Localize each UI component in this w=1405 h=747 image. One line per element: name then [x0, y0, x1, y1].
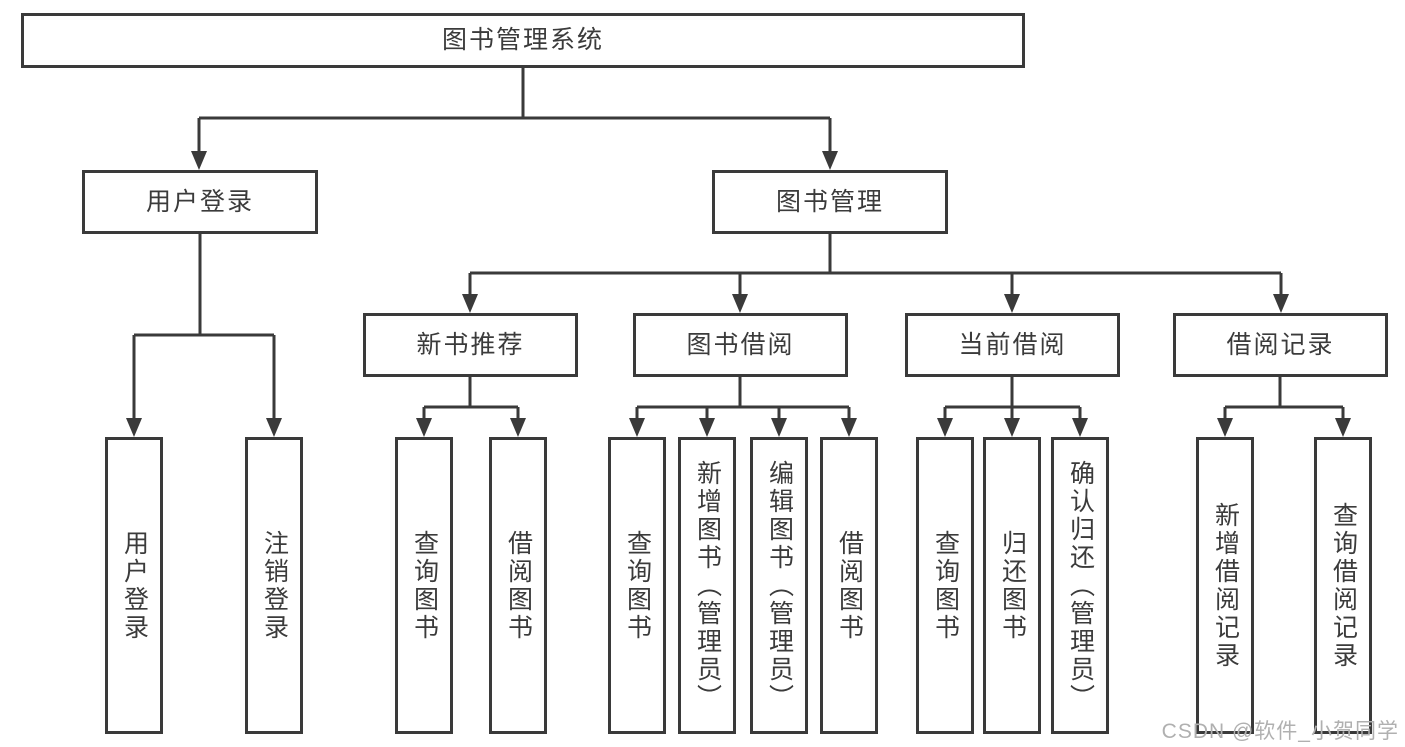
- node-borrow-records: 借阅记录: [1173, 313, 1388, 377]
- leaf-current-query-books: 查询图书: [916, 437, 974, 734]
- node-book-management: 图书管理: [712, 170, 948, 234]
- node-current-borrow: 当前借阅: [905, 313, 1120, 377]
- arrowheads: [126, 151, 1351, 437]
- node-new-book-recommend: 新书推荐: [363, 313, 578, 377]
- leaf-add-borrow-record: 新增借阅记录: [1196, 437, 1254, 734]
- leaf-borrow-query-books: 查询图书: [608, 437, 666, 734]
- leaf-recommend-borrow-books: 借阅图书: [489, 437, 547, 734]
- node-root-system: 图书管理系统: [21, 13, 1025, 68]
- leaf-logout: 注销登录: [245, 437, 303, 734]
- leaf-user-login: 用户登录: [105, 437, 163, 734]
- node-user-login: 用户登录: [82, 170, 318, 234]
- watermark-text: CSDN @软件_小贺同学: [1161, 720, 1399, 743]
- leaf-confirm-return-admin: 确认归还（管理员）: [1051, 437, 1109, 734]
- leaf-borrow-books: 借阅图书: [820, 437, 878, 734]
- leaf-query-borrow-record: 查询借阅记录: [1314, 437, 1372, 734]
- leaf-edit-books-admin: 编辑图书（管理员）: [750, 437, 808, 734]
- leaf-recommend-query-books: 查询图书: [395, 437, 453, 734]
- leaf-add-books-admin: 新增图书（管理员）: [678, 437, 736, 734]
- leaf-return-books: 归还图书: [983, 437, 1041, 734]
- node-book-borrow: 图书借阅: [633, 313, 848, 377]
